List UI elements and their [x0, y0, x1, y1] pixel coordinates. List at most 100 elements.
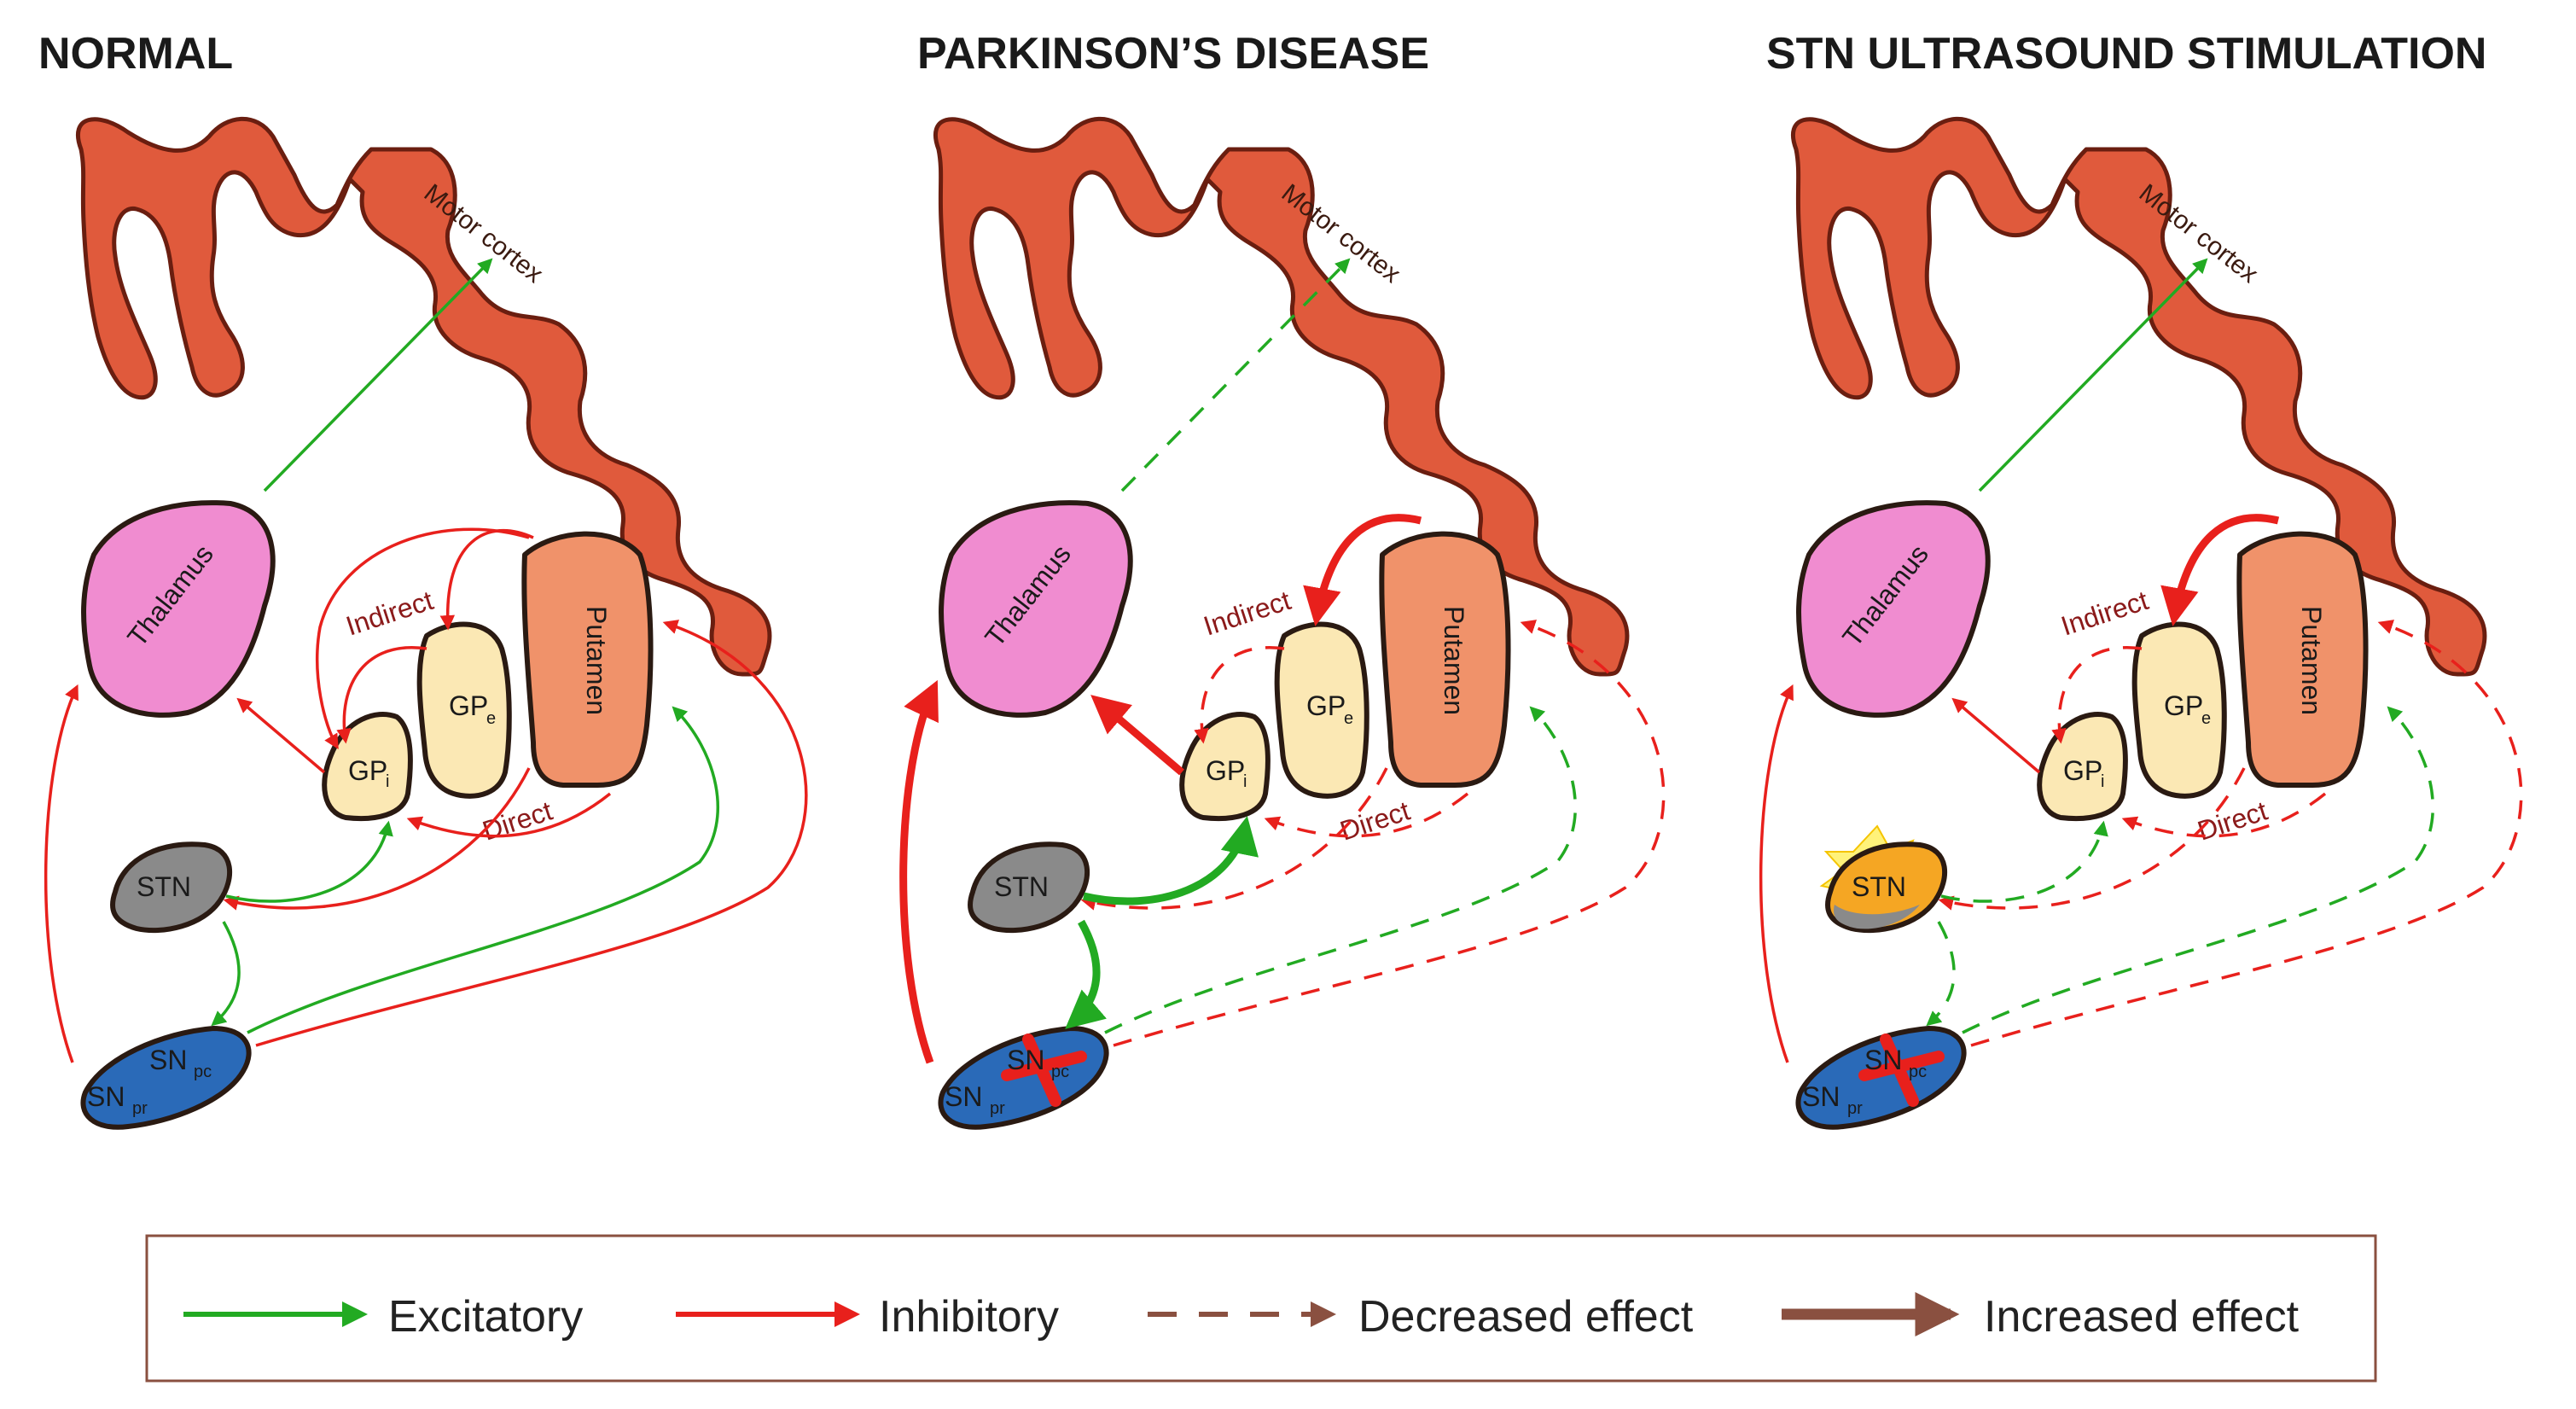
thalamus-shape [81, 500, 276, 718]
motor-cortex-shape [1790, 116, 2487, 677]
substantia-nigra-shape [938, 1026, 1109, 1130]
thalamus-shape [1796, 500, 1991, 718]
stn-shape [110, 841, 232, 934]
snpc-label: SN [1864, 1045, 1902, 1075]
gpe-label: GP [1306, 690, 1346, 721]
gpe-subscript: e [1344, 709, 1353, 728]
arrow-snpr-to-thalamus [44, 684, 79, 1063]
arrow-indirect-loop-to-gpi [316, 527, 530, 750]
arrow-stn-to-sn [1926, 921, 1956, 1027]
gpi-subscript: i [386, 772, 389, 791]
stn-shape [968, 841, 1090, 934]
arrow-putamen-to-gpi-direct [1264, 792, 1469, 838]
arrow-gpe-to-stn [1938, 767, 2246, 911]
substantia-nigra-shape [80, 1026, 252, 1130]
snpr-label: SN [87, 1081, 125, 1112]
snpc-label: SN [149, 1045, 187, 1075]
direct-pathway-label: Direct [479, 795, 556, 847]
panel-title: NORMAL [38, 29, 233, 79]
gpi-label: GP [1206, 755, 1245, 786]
arrow-stn-to-sn [211, 921, 241, 1027]
gpi-subscript: i [1243, 772, 1247, 791]
arrow-putamen-to-gpe [2160, 514, 2280, 626]
arrow-snpc-to-putamen-inhibitory [1970, 620, 2523, 1047]
gpi-label: GP [2063, 755, 2102, 786]
arrow-gpe-to-gpi [336, 646, 427, 744]
gpe-shape [416, 621, 512, 799]
legend-excitatory-label: Excitatory [388, 1292, 583, 1342]
arrow-putamen-to-gpe [439, 528, 534, 631]
direct-pathway-label: Direct [1336, 795, 1414, 847]
gpe-subscript: e [486, 709, 496, 728]
legend-increased-label: Increased effect [1984, 1292, 2300, 1342]
arrow-snpc-to-putamen-inhibitory [1113, 620, 1666, 1047]
arrow-stn-to-gpi [1082, 816, 1259, 905]
panel-title: PARKINSON’S DISEASE [917, 29, 1429, 79]
putamen-label: Putamen [1439, 606, 1469, 715]
putamen-label: Putamen [581, 606, 612, 715]
gpe-label: GP [2164, 690, 2203, 721]
arrow-gpe-to-stn [223, 767, 531, 911]
arrow-snpr-to-thalamus [899, 679, 939, 1064]
arrow-gpi-to-thalamus [1090, 695, 1184, 776]
stn-label: STN [994, 871, 1049, 902]
arrow-snpc-to-putamen-excitatory [247, 706, 719, 1034]
snpr-label: SN [1802, 1081, 1840, 1112]
snpc-subscript: pc [1909, 1063, 1927, 1081]
indirect-pathway-label: Indirect [1200, 585, 1294, 642]
arrow-snpc-to-putamen-inhibitory [255, 620, 808, 1047]
snpr-label: SN [945, 1081, 982, 1112]
stn-label: STN [137, 871, 191, 902]
motor-cortex-shape [75, 116, 772, 677]
arrow-stn-to-sn [1065, 919, 1107, 1029]
arrow-gpe-to-gpi [2051, 646, 2143, 744]
arrow-gpi-to-thalamus [1951, 697, 2041, 774]
arrow-putamen-to-gpi-direct [406, 792, 612, 838]
legend-box [145, 1234, 2377, 1383]
arrow-putamen-to-gpe [1303, 514, 1422, 626]
legend: Excitatory Inhibitory Decreased effect I… [145, 1234, 2377, 1383]
gpi-subscript: i [2101, 772, 2104, 791]
indirect-pathway-label: Indirect [342, 585, 437, 642]
arrow-stn-to-gpi [1940, 820, 2108, 903]
snpc-lesion-mark-b [1001, 1051, 1087, 1081]
arrow-thalamus-to-cortex [263, 258, 493, 492]
arrow-stn-to-gpi [225, 820, 393, 903]
direct-pathway-label: Direct [2194, 795, 2271, 847]
snpc-label: SN [1007, 1045, 1044, 1075]
putamen-label: Putamen [2296, 606, 2327, 715]
stn-label: STN [1852, 871, 1906, 902]
snpc-subscript: pc [1051, 1063, 1069, 1081]
indirect-pathway-label: Indirect [2057, 585, 2152, 642]
legend-inhibitory-label: Inhibitory [879, 1292, 1059, 1342]
gpi-label: GP [348, 755, 387, 786]
gpe-label: GP [449, 690, 488, 721]
snpr-subscript: pr [132, 1099, 148, 1118]
snpr-subscript: pr [1847, 1099, 1863, 1118]
arrow-gpe-to-stn [1080, 767, 1388, 911]
panel-title: STN ULTRASOUND STIMULATION [1766, 29, 2486, 79]
gpe-subscript: e [2201, 709, 2211, 728]
arrow-gpi-to-thalamus [236, 697, 326, 774]
putamen-shape [2236, 531, 2369, 788]
snpc-lesion-mark-b [1858, 1051, 1945, 1081]
putamen-shape [521, 531, 654, 788]
arrow-thalamus-to-cortex [1978, 258, 2208, 492]
motor-cortex-shape [933, 116, 1630, 677]
arrow-thalamus-to-cortex [1120, 258, 1351, 492]
arrow-snpr-to-thalamus [1759, 684, 1794, 1063]
stn-gray-underside [1833, 905, 1920, 929]
snpc-subscript: pc [194, 1063, 212, 1081]
substantia-nigra-shape [1795, 1026, 1967, 1130]
thalamus-shape [939, 500, 1133, 718]
arrow-putamen-to-gpi-direct [2121, 792, 2327, 838]
gpe-shape [2131, 621, 2227, 799]
gpe-shape [1274, 621, 1369, 799]
arrow-gpe-to-gpi [1194, 646, 1285, 744]
snpr-subscript: pr [990, 1099, 1005, 1118]
putamen-shape [1379, 531, 1511, 788]
